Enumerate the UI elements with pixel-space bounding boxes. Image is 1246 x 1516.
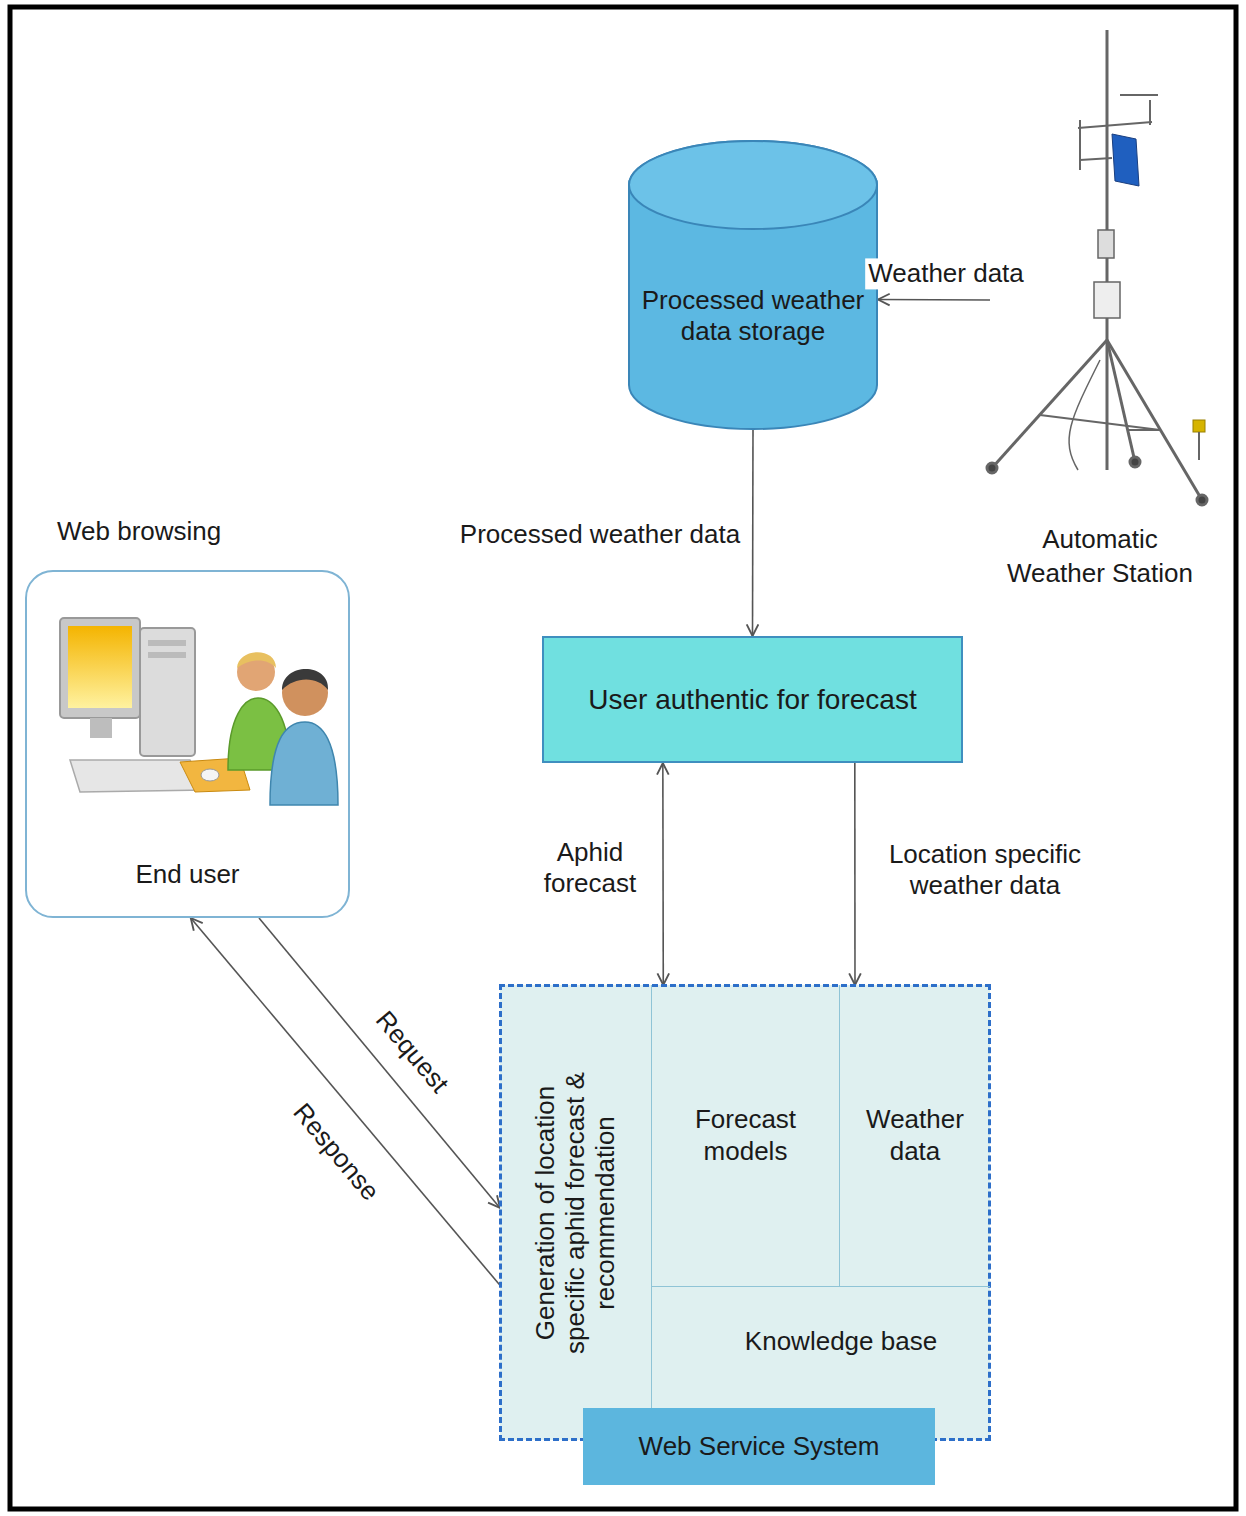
node-text: Forecast models (662, 1104, 829, 1166)
end-user-box: Web browsingEnd user (25, 570, 350, 918)
page-frame (10, 7, 1236, 1509)
node-text: User authentic for forecast (556, 683, 949, 717)
auth-box: User authentic for forecast (542, 636, 963, 763)
computer-icon (60, 618, 250, 792)
weather-station: Automatic Weather Station (990, 20, 1210, 595)
connector-arrow (752, 430, 754, 636)
storage-cylinder: Processed weather data storage (628, 140, 878, 430)
connector-arrow (259, 918, 500, 1208)
node-text: Web Service System (591, 1431, 927, 1462)
connector-arrow (662, 763, 664, 985)
edge-label: Aphid forecast (529, 837, 651, 899)
edge-label: Weather data (865, 258, 1027, 289)
node-text: Automatic Weather Station (1000, 523, 1200, 591)
connector-arrow (191, 918, 500, 1285)
edge-label: Request (367, 1003, 457, 1102)
node-text: Knowledge base (702, 1326, 980, 1357)
cylinder-body (629, 141, 877, 429)
node-text: End user (27, 859, 348, 890)
generation-panel: Generation of location specific aphid fo… (500, 985, 652, 1440)
node-text: Processed weather data storage (638, 285, 868, 347)
connector-arrow (854, 763, 856, 985)
connector-arrow (878, 299, 990, 301)
weather-data-panel: Weather data (840, 985, 990, 1287)
web-service-region: Web Service SystemGeneration of location… (500, 985, 990, 1440)
node-text: Generation of location specific aphid fo… (531, 1063, 621, 1363)
heading-text: Web browsing (57, 516, 221, 547)
edge-label: Processed weather data (457, 519, 743, 550)
edge-label: Location specific weather data (867, 839, 1103, 901)
node-text: Weather data (850, 1104, 980, 1166)
cylinder-top (629, 141, 877, 229)
service-bar: Web Service System (583, 1408, 935, 1485)
people-icon (228, 652, 338, 805)
edge-label: Response (284, 1095, 387, 1209)
forecast-models-panel: Forecast models (652, 985, 840, 1287)
